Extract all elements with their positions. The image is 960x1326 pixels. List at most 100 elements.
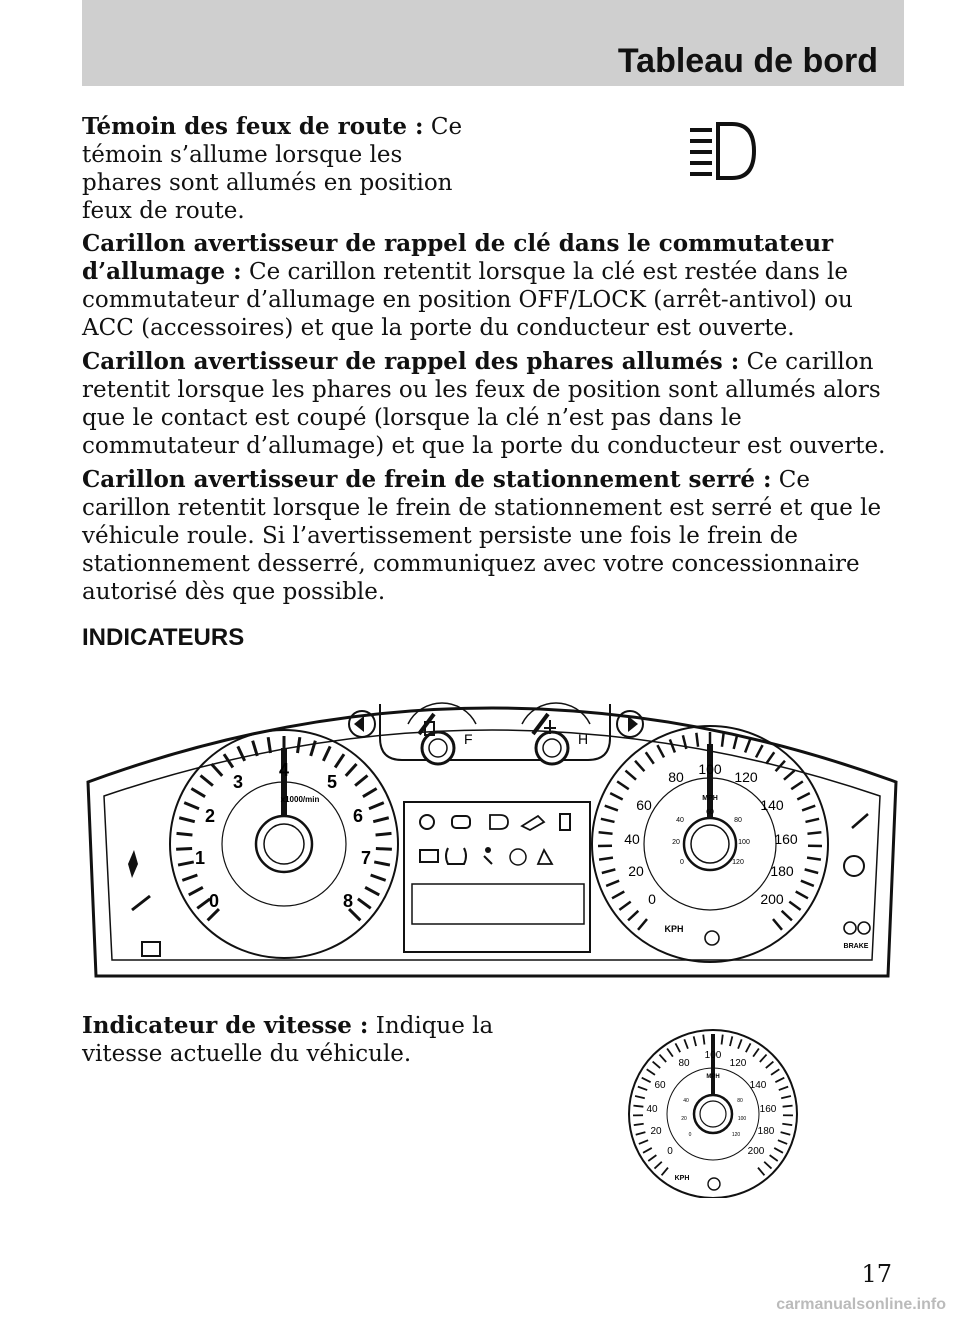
gauge-tick [800, 879, 815, 888]
gauge-tick [668, 738, 677, 753]
kph-120: 120 [734, 769, 758, 785]
gauge-tick [375, 831, 392, 837]
warning-lamp-panel [403, 801, 591, 953]
gauge-tick [637, 1085, 648, 1091]
tach-num-6: 6 [353, 806, 363, 826]
gauge-tick [788, 900, 802, 911]
small-kph-200: 200 [748, 1146, 765, 1157]
gauge-tick [357, 897, 372, 910]
mph-label: MPH [702, 795, 718, 802]
gauge-tick [752, 1047, 760, 1058]
gauge-tick [611, 890, 625, 900]
small-kph-80: 80 [678, 1058, 690, 1069]
gauge-tick [660, 1167, 669, 1176]
gauge-tick [633, 1104, 644, 1108]
speedometer-large: 0 20 40 60 80 100 120 140 160 180 200 0 … [591, 725, 829, 963]
gauge-tick [368, 801, 385, 811]
gauge-tick [181, 873, 198, 882]
gauge-tick [754, 744, 764, 759]
tach-num-7: 7 [361, 848, 371, 868]
gauge-tick [790, 780, 804, 791]
temp-hot-label: H [578, 731, 588, 747]
gauge-tick [188, 886, 204, 897]
small-kph-100: 100 [705, 1050, 722, 1061]
gauge-tick [600, 817, 615, 824]
small-cruise-icon [707, 1177, 721, 1191]
small-kph-label: KPH [675, 1175, 690, 1182]
gauge-tick [309, 740, 317, 757]
gauge-tick [765, 751, 776, 765]
gauge-tick [372, 816, 390, 824]
high-beam-icon [690, 122, 757, 180]
small-mph-20: 20 [681, 1116, 687, 1122]
gauge-tick [222, 753, 235, 769]
gauge-tick [375, 847, 392, 851]
gauge-tick [806, 856, 822, 861]
gauge-tick [796, 792, 811, 801]
gauge-tick [266, 736, 272, 754]
gauge-tick [777, 1139, 788, 1145]
kph-0: 0 [648, 891, 656, 907]
gauge-tick [370, 873, 387, 882]
small-mph-100: 100 [738, 1116, 747, 1122]
message-display [411, 883, 585, 925]
tach-num-4: 4 [279, 760, 289, 780]
tach-num-0: 0 [209, 891, 219, 911]
low-fuel-icon [559, 813, 571, 831]
small-mph-120: 120 [732, 1132, 741, 1138]
gauge-tick [781, 1095, 792, 1100]
instrument-cluster-illustration: F H 0 1 2 3 4 5 6 7 8 x1000/min [86, 702, 898, 978]
gauge-tick [653, 1161, 663, 1170]
tach-num-5: 5 [327, 772, 337, 792]
gauge-tick [605, 879, 620, 888]
gauge-tick [658, 1053, 667, 1063]
gauge-tick [236, 745, 247, 762]
gauge-tick [765, 1060, 774, 1069]
gauge-tick [634, 1095, 645, 1100]
brake-label: BRAKE [844, 943, 869, 950]
oil-pressure-icon [520, 814, 546, 832]
term-speedometer: Indicateur de vitesse : [82, 1012, 369, 1039]
gauge-tick [757, 1167, 766, 1176]
gauge-tick [354, 774, 369, 787]
gauge-tick [647, 1154, 657, 1162]
seatbelt-person-icon [485, 847, 491, 853]
gauge-tick [692, 1036, 697, 1047]
gauge-tick [635, 1131, 646, 1136]
gauge-tick [695, 732, 700, 747]
gauge-tick [759, 1053, 768, 1063]
small-mph-0: 0 [689, 1132, 692, 1138]
kph-40: 40 [624, 831, 640, 847]
gauge-tick [737, 1038, 743, 1049]
gauge-tick [296, 736, 302, 754]
mph-60: 60 [706, 809, 714, 816]
gauge-tick [769, 1154, 779, 1162]
airbag-icon [419, 814, 435, 830]
fuel-full-label: F [464, 731, 473, 747]
gauge-tick [176, 831, 193, 837]
gauge-tick [770, 1068, 780, 1076]
abs-icon [509, 848, 527, 866]
page-number: 17 [861, 1260, 892, 1288]
gauge-tick [609, 792, 624, 801]
fuel-gauge: F [407, 702, 477, 766]
gauge-tick [720, 732, 725, 747]
gauge-tick [772, 918, 783, 931]
gauge-tick [364, 886, 380, 897]
term-key-chime: Carillon avertisseur de rappel de clé da… [82, 230, 834, 285]
paragraph-speedometer: Indicateur de vitesse : Indique la vites… [82, 1012, 502, 1068]
traction-control-icon [851, 813, 869, 829]
tach-num-8: 8 [343, 891, 353, 911]
gauge-tick [782, 1104, 793, 1108]
gauge-tick [637, 918, 648, 931]
gauge-tick [743, 738, 752, 753]
gauge-tick [646, 1068, 656, 1076]
coolant-temp-icon [544, 720, 556, 734]
gauge-tick [627, 909, 640, 922]
gauge-tick [774, 759, 786, 773]
small-kph-120: 120 [730, 1058, 747, 1069]
mph-20: 20 [672, 839, 680, 846]
gauge-tick [666, 1047, 674, 1058]
gauge-tick [601, 868, 616, 875]
gauge-tick [780, 1131, 791, 1136]
